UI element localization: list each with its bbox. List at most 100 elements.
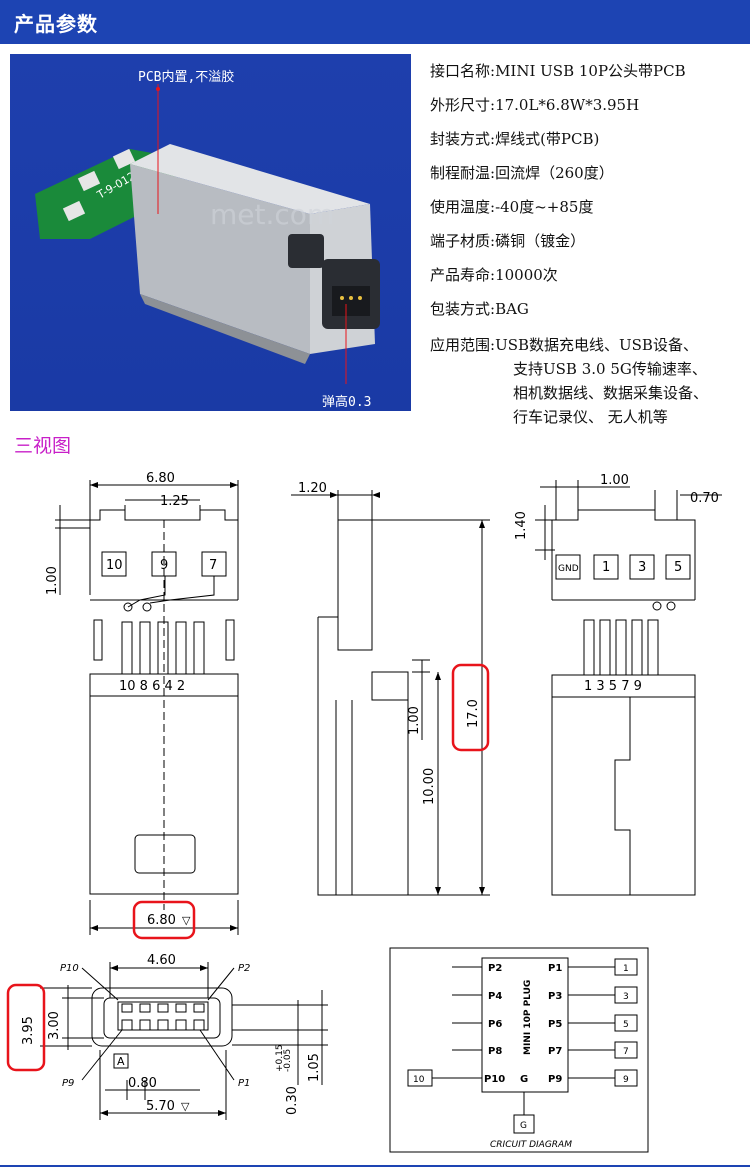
- back-view: [535, 480, 722, 896]
- dimension-arrows: [90, 482, 485, 1116]
- circuit-left-pin: P2: [488, 963, 502, 974]
- spec-row: 端子材质:磷铜（镀金）: [430, 230, 585, 251]
- spec-value: BAG: [495, 300, 529, 318]
- spec-label: 应用范围:: [430, 336, 496, 354]
- spec-label: 封装方式:: [430, 130, 496, 148]
- spec-value: 磷铜（镀金）: [495, 232, 586, 250]
- end-dim-tol: 0.30: [285, 1086, 300, 1115]
- spec-row: 包装方式:BAG: [430, 298, 529, 319]
- spec-value: -40度~+85度: [495, 198, 594, 216]
- side-dim-body: 10.00: [422, 768, 437, 805]
- spec-label: 外形尺寸:: [430, 96, 496, 114]
- back-pins-label: 1 3 5 7 9: [584, 679, 642, 694]
- back-pad-label: GND: [558, 564, 579, 574]
- photo-note-bottom: 弹高0.3: [322, 395, 372, 410]
- circuit-right-pin: P9: [548, 1074, 562, 1085]
- end-callout: P1: [238, 1078, 250, 1089]
- end-view: [40, 962, 328, 1120]
- circuit-left-pin: P8: [488, 1046, 502, 1057]
- header-title: 产品参数: [14, 12, 98, 36]
- circuit-caption: CRICUIT DIAGRAM: [490, 1140, 572, 1150]
- flatness-symbol: ▽: [182, 914, 191, 927]
- back-pad-label: 3: [638, 560, 646, 575]
- side-dim-step: 1.00: [407, 706, 422, 735]
- spec-continuation: 支持USB 3.0 5G传输速率、: [513, 360, 707, 378]
- back-dim-pitch: 1.00: [600, 473, 629, 488]
- spec-row: 应用范围:USB数据充电线、USB设备、: [430, 334, 698, 355]
- section-title: 三视图: [14, 435, 72, 457]
- watermark: met.com: [210, 198, 334, 231]
- spec-value: USB数据充电线、USB设备、: [495, 336, 698, 354]
- spec-value: 焊线式(带PCB): [495, 130, 600, 148]
- end-dim-width: 5.70: [146, 1099, 175, 1114]
- end-dim-pitch: 0.80: [128, 1076, 157, 1091]
- spec-row: 封装方式:焊线式(带PCB): [430, 128, 599, 149]
- spec-row: 产品寿命:10000次: [430, 264, 558, 285]
- circuit-left-pin: P6: [488, 1019, 502, 1030]
- spec-label: 接口名称:: [430, 62, 496, 80]
- front-pad-label: 9: [160, 558, 168, 573]
- product-photo: T-9-012 met.com PCB内置,不溢胶 弹高0.3: [10, 54, 411, 411]
- circuit-box-label: 7: [623, 1047, 629, 1057]
- circuit-box-label: 1: [623, 964, 629, 974]
- front-dim-pad: 1.00: [45, 566, 60, 595]
- spec-label: 包装方式:: [430, 300, 496, 318]
- side-view: [291, 490, 490, 896]
- photo-note-top: PCB内置,不溢胶: [138, 70, 235, 85]
- front-pins-label: 10 8 6 4 2: [119, 679, 185, 694]
- back-pad-label: 5: [674, 560, 682, 575]
- side-dim-total: 17.0: [466, 699, 481, 728]
- circuit-box-label: 3: [623, 992, 629, 1002]
- front-dim-bottom: 6.80: [147, 913, 176, 928]
- datum-box: [113, 1053, 129, 1069]
- circuit-center-pin: G: [520, 1074, 528, 1085]
- end-callout: P10: [60, 963, 79, 974]
- header-bar: 产品参数: [0, 0, 750, 44]
- circuit-left-pin: P10: [484, 1074, 505, 1085]
- circuit-chip-label: MINI 10P PLUG: [523, 980, 533, 1055]
- end-dim-top: 4.60: [147, 953, 176, 968]
- circuit-left-pin: P4: [488, 991, 502, 1002]
- spec-value: MINI USB 10P公头带PCB: [495, 62, 686, 80]
- usb-connector-render: T-9-012 met.com: [35, 84, 380, 384]
- spec-label: 使用温度:: [430, 198, 496, 216]
- spec-continuation: 行车记录仪、 无人机等: [513, 408, 668, 426]
- spec-continuation: 相机数据线、数据采集设备、: [513, 384, 709, 402]
- spec-label: 端子材质:: [430, 232, 496, 250]
- circuit-diagram: [389, 947, 649, 1153]
- side-dim-top: 1.20: [298, 481, 327, 496]
- spec-label: 产品寿命:: [430, 266, 496, 284]
- highlight-boxes: [6, 663, 490, 1072]
- circuit-box-label: 5: [623, 1020, 629, 1030]
- end-callout: P2: [238, 963, 250, 974]
- end-dim-pin: 1.05: [307, 1053, 322, 1082]
- circuit-right-pin: P1: [548, 963, 562, 974]
- end-tol-minus: -0.05: [283, 1049, 293, 1072]
- front-dim-width: 6.80: [146, 471, 175, 486]
- circuit-box-label: 9: [623, 1075, 629, 1085]
- circuit-right-pin: P7: [548, 1046, 562, 1057]
- back-dim-pad-h: 1.40: [514, 511, 529, 540]
- circuit-box-label: G: [520, 1121, 527, 1131]
- back-pad-label: 1: [602, 560, 610, 575]
- circuit-right-pin: P5: [548, 1019, 562, 1030]
- spec-row: 外形尺寸:17.0L*6.8W*3.95H: [430, 94, 639, 115]
- back-dim-pad-w: 0.70: [690, 491, 719, 506]
- datum-label: A: [117, 1055, 125, 1068]
- footer-line: [0, 1165, 750, 1167]
- spec-value: 17.0L*6.8W*3.95H: [495, 96, 640, 114]
- spec-row: 使用温度:-40度~+85度: [430, 196, 593, 217]
- spec-value: 10000次: [495, 266, 558, 284]
- end-dim-h-inner: 3.00: [47, 1011, 62, 1040]
- end-dim-h-outer: 3.95: [21, 1016, 36, 1045]
- spec-row: 制程耐温:回流焊（260度）: [430, 162, 614, 183]
- circuit-box-label: 10: [413, 1075, 425, 1085]
- front-view: [55, 480, 239, 935]
- circuit-right-pin: P3: [548, 991, 562, 1002]
- end-callout: P9: [62, 1078, 74, 1089]
- front-pad-label: 7: [209, 558, 217, 573]
- front-pad-label: 10: [106, 558, 123, 573]
- spec-row: 接口名称:MINI USB 10P公头带PCB: [430, 60, 686, 81]
- front-dim-pitch: 1.25: [160, 494, 189, 509]
